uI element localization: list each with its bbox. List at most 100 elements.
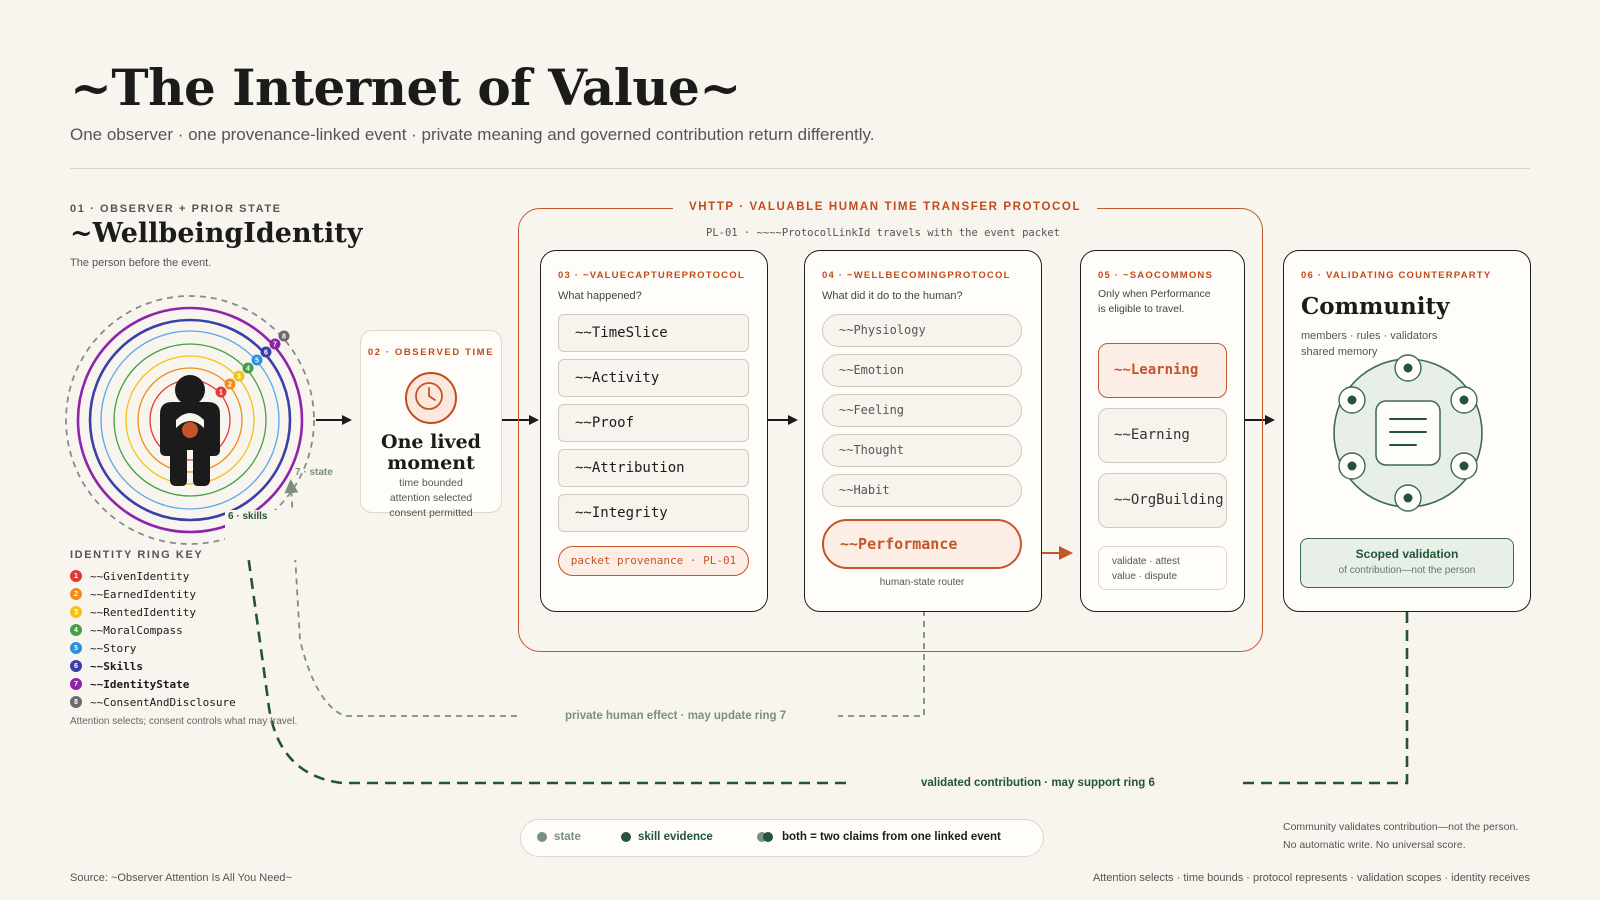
community-desc: members · rules · validators shared memo… [1301,330,1438,358]
sao-desc: Only when Performance is eligible to tra… [1098,288,1211,315]
scoped-sub: of contribution—not the person [1338,565,1476,576]
ring-number-badge: 4 [70,624,82,636]
scoped-title: Scoped validation [1355,547,1459,561]
header-divider [70,168,1530,169]
state-dot-icon [537,832,547,842]
ring-key-label: ~~IdentityState [90,677,190,691]
svg-text:7: 7 [273,342,277,349]
wbp-item: ~~Habit [822,474,1022,507]
source-note: Source: ~Observer Attention Is All You N… [70,872,292,884]
identity-rings: 1 2 3 4 5 6 7 8 [65,295,315,560]
sao-items: ~~Earning ~~OrgBuilding [1098,408,1244,528]
ring-key-list: 1 ~~GivenIdentity 2 ~~EarnedIdentity 3 ~~Rent… [70,567,236,711]
community-head: 06 · VALIDATING COUNTERPARTY [1301,270,1492,281]
vhttp-sub: PL-01 · ~~~~ProtocolLinkId travels with … [706,227,1061,239]
ring-key-label: ~~Skills [90,659,143,673]
skill-dot-icon [621,832,631,842]
ring-key-item: 6 ~~Skills [70,657,236,675]
vcp-item: ~~Proof [558,404,749,442]
sao-card: 05 · ~SAOCOMMONS Only when Performance i… [1080,250,1245,612]
vcp-item: ~~Integrity [558,494,749,532]
vcp-item: ~~TimeSlice [558,314,749,352]
vcp-card: 03 · ~VALUECAPTUREPROTOCOL What happened… [540,250,768,612]
legend-both: both = two claims from one linked event [757,831,1001,843]
ring-8-consent [65,295,315,545]
sao-note: validate · attest value · dispute [1098,546,1227,590]
ring-key-label: ~~Story [90,641,137,655]
sao-item: ~~OrgBuilding [1098,473,1227,528]
ring-key-title: IDENTITY RING KEY [70,549,204,561]
learning-pill: ~~Learning [1098,343,1227,398]
ring-key-label: ~~EarnedIdentity [90,587,196,601]
ring-note: Attention selects; consent controls what… [70,716,298,727]
wbp-head: 04 · ~WELLBECOMINGPROTOCOL [822,270,1011,281]
ring-4-moral [113,343,267,497]
svg-text:5: 5 [255,358,259,365]
observed-details: time bounded attention selected consent … [389,477,473,519]
svg-text:6: 6 [264,350,268,357]
page-subtitle: One observer · one provenance-linked eve… [70,125,875,144]
vhttp-label: VHTTP · VALUABLE HUMAN TIME TRANSFER PRO… [673,201,1098,213]
ring-key-item: 5 ~~Story [70,639,236,657]
ring-key-label: ~~ConsentAndDisclosure [90,695,236,709]
svg-text:2: 2 [228,382,232,389]
ring-key-item: 1 ~~GivenIdentity [70,567,236,585]
ring-number-badge: 6 [70,660,82,672]
ring-number-badge: 8 [70,696,82,708]
ring-key-label: ~~RentedIdentity [90,605,196,619]
clock-icon [405,372,457,424]
ring-key-label: ~~GivenIdentity [90,569,190,583]
ring-7-state [76,306,304,534]
wbp-item: ~~Physiology [822,314,1022,347]
ring-key-item: 2 ~~EarnedIdentity [70,585,236,603]
community-title: Community [1301,293,1450,320]
vcp-question: What happened? [558,290,642,302]
observed-eyebrow: 02 · OBSERVED TIME [367,347,495,358]
ring-number-badge: 7 [70,678,82,690]
scoped-validation-box: Scoped validation of contribution—not th… [1300,538,1514,588]
ring-key-label: ~~MoralCompass [90,623,183,637]
wbp-item: ~~Feeling [822,394,1022,427]
svg-text:4: 4 [246,366,250,373]
footer-principles: Attention selects · time bounds · protoc… [1092,872,1530,884]
validated-contribution-loop [243,532,1409,785]
observed-title: One lived moment [381,431,481,474]
ring-6-skills [88,318,292,522]
svg-text:3: 3 [237,374,241,381]
vcp-items: ~~TimeSlice~~Activity~~Proof~~Attributio… [558,314,767,532]
legend-skill: skill evidence [621,831,713,843]
wbp-items: ~~Physiology ~~Emotion ~~Feeling ~~Thought ~… [822,314,1041,507]
legend: state skill evidence both = two claims f… [520,819,1044,857]
ring-key-item: 4 ~~MoralCompass [70,621,236,639]
community-network-icon [1333,354,1483,512]
ring-number-badge: 3 [70,606,82,618]
sao-item: ~~Earning [1098,408,1227,463]
vcp-item: ~~Attribution [558,449,749,487]
ring-number-badge: 2 [70,588,82,600]
section1-desc: The person before the event. [70,257,212,269]
ring-3-rented [125,355,255,485]
private-effect-label: private human effect · may update ring 7 [565,710,787,722]
provenance-pill: packet provenance · PL-01 [558,546,749,576]
sao-head: 05 · ~SAOCOMMONS [1098,270,1214,281]
ring-key-item: 8 ~~ConsentAndDisclosure [70,693,236,711]
private-effect-loop [291,486,925,717]
ring-key-item: 7 ~~IdentityState [70,675,236,693]
ring-number-badge: 1 [70,570,82,582]
svg-text:8: 8 [282,334,286,341]
ring7-state-label: 7 · state [295,467,333,478]
page-title: ~The Internet of Value~ [70,58,741,117]
wbp-item: ~~Thought [822,434,1022,467]
both-dot-state-icon [757,832,767,842]
performance-pill: ~~Performance [822,519,1022,569]
observed-time-card: 02 · OBSERVED TIME One lived moment time… [360,330,502,519]
ring-number-badge: 5 [70,642,82,654]
wbp-item: ~~Emotion [822,354,1022,387]
ring-badges: 1 2 3 4 5 6 7 8 [215,330,290,398]
validated-contribution-label: validated contribution · may support rin… [921,777,1155,789]
router-label: human-state router [879,577,965,588]
ring6-skills-label: 6 · skills [228,511,268,522]
ring-5-story [100,330,280,510]
both-dot-skill-icon [763,832,773,842]
